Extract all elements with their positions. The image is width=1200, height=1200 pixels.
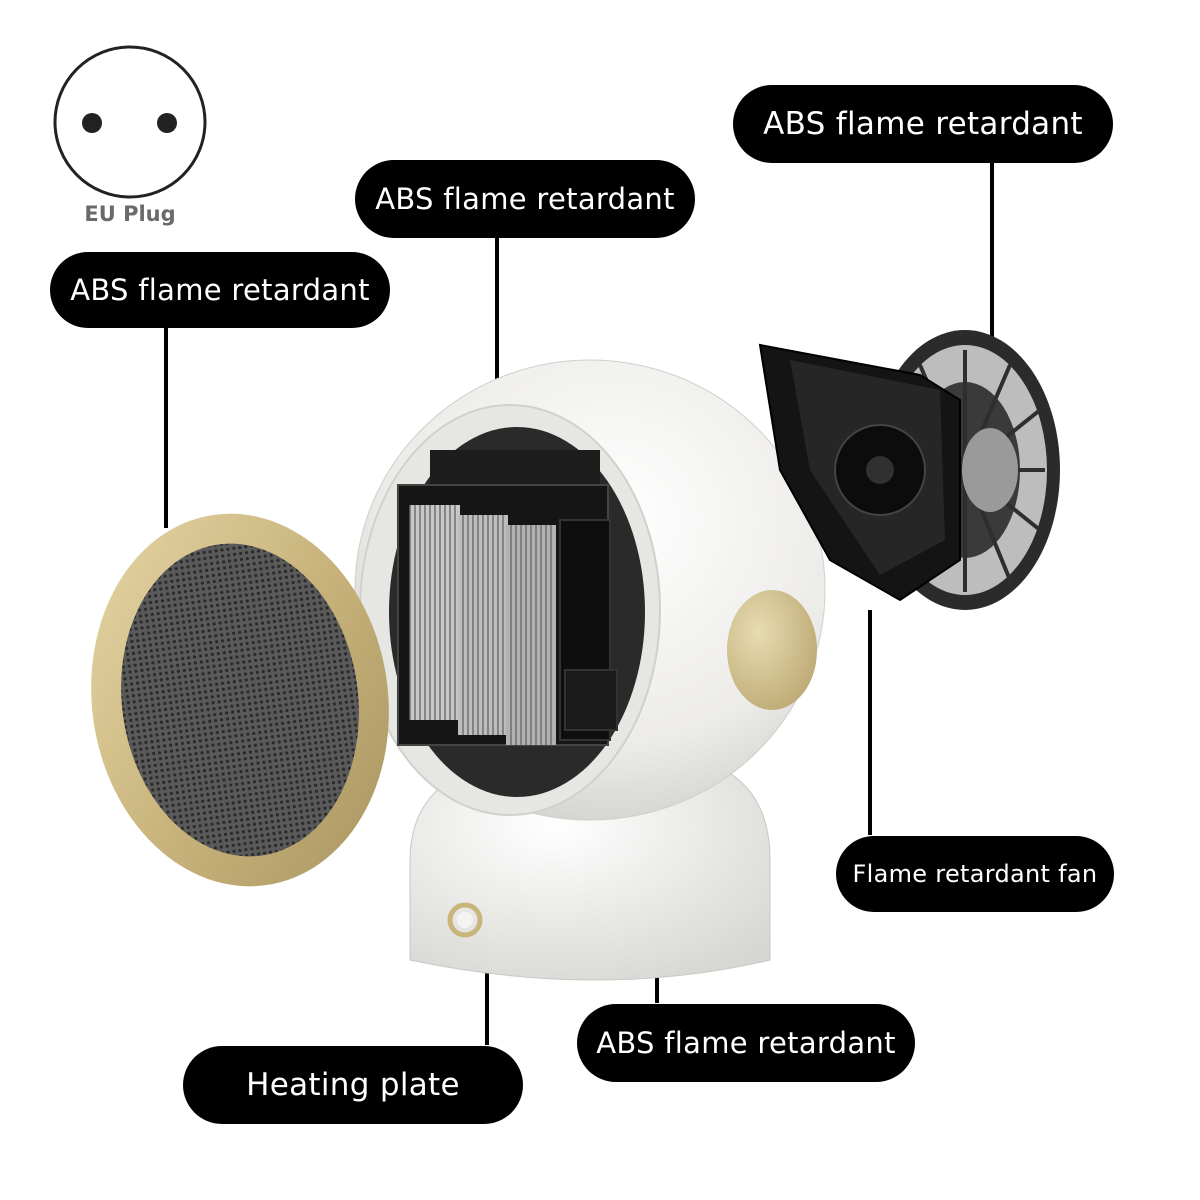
label-flame-retardant-fan: Flame retardant fan (836, 836, 1114, 912)
eu-plug-icon (53, 45, 207, 199)
eu-plug-label: EU Plug (84, 202, 176, 226)
fan-assembly (758, 330, 1060, 610)
heating-element (397, 450, 618, 746)
label-housing-top: ABS flame retardant (355, 160, 695, 238)
label-heating-plate: Heating plate (183, 1046, 523, 1124)
label-housing-bottom: ABS flame retardant (577, 1004, 915, 1082)
label-fan-cover: ABS flame retardant (733, 85, 1113, 163)
front-grille-cover (91, 513, 389, 887)
label-front-cover: ABS flame retardant (50, 252, 390, 328)
